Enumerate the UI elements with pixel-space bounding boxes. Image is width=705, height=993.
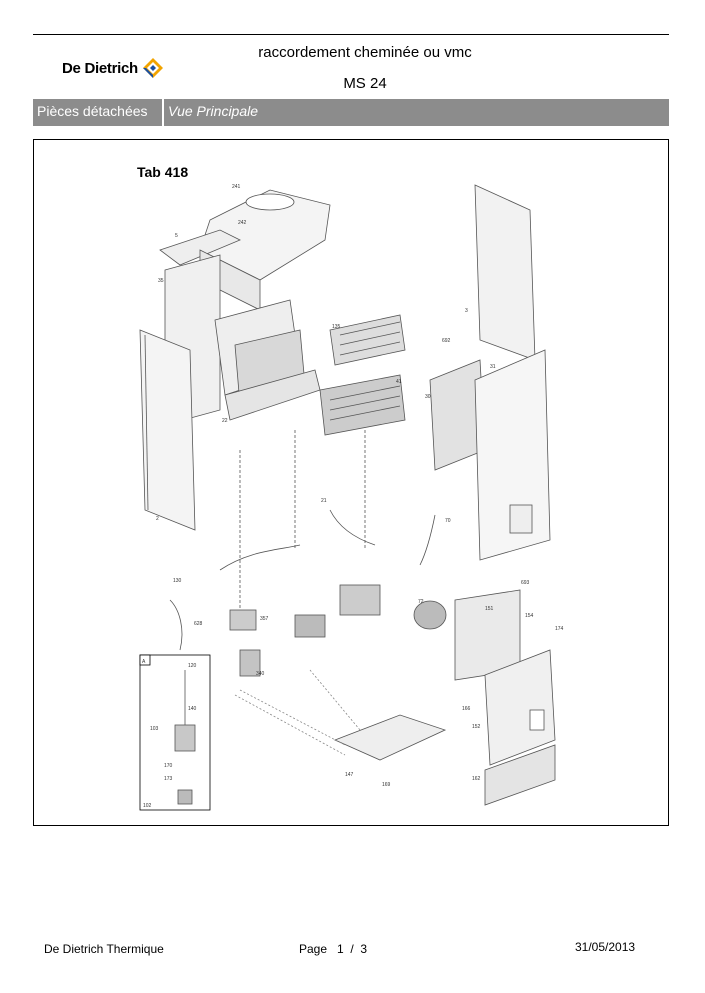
part-label-41: 41	[396, 379, 402, 385]
left-casing-panel	[139, 254, 221, 531]
part-label-174: 174	[555, 626, 564, 632]
footer-page: Page 1 / 3	[299, 942, 368, 956]
part-label-21: 21	[321, 498, 327, 504]
part-label-151: 151	[485, 606, 494, 612]
part-label-102: 102	[143, 803, 152, 809]
part-label-22: 22	[222, 418, 228, 424]
view-label: Vue Principale	[168, 103, 259, 119]
part-label-340: 340	[256, 671, 265, 677]
part-label-72: 72	[418, 599, 424, 605]
part-label-241: 241	[232, 184, 241, 190]
leader-lines	[234, 669, 361, 756]
part-label-140: 140	[188, 706, 197, 712]
footer-date: 31/05/2013	[575, 940, 636, 954]
part-label-5: 5	[175, 233, 178, 239]
combustion-chamber	[214, 299, 321, 421]
hydraulic-block	[229, 584, 447, 677]
part-label-170: 170	[164, 763, 173, 769]
heat-exchanger	[329, 314, 406, 366]
part-label-130: 130	[173, 578, 182, 584]
section-label: Pièces détachées	[33, 99, 164, 126]
burner	[319, 374, 406, 436]
part-label-120: 120	[188, 663, 197, 669]
part-label-169: 169	[382, 782, 391, 788]
part-label-357: 357	[260, 616, 269, 622]
pipework	[169, 430, 436, 651]
part-label-31: 31	[490, 364, 496, 370]
part-label-147: 147	[345, 772, 354, 778]
footer-company: De Dietrich Thermique	[44, 942, 164, 956]
part-label-154: 154	[525, 613, 534, 619]
part-label-35: 35	[158, 278, 164, 284]
diamond-logo-icon	[142, 58, 163, 78]
section-bar: Pièces détachées Vue Principale	[33, 99, 669, 126]
bottom-tray	[333, 714, 447, 761]
control-box	[454, 589, 556, 806]
tab-label: Tab 418	[137, 164, 189, 180]
part-label-30: 30	[425, 394, 431, 400]
part-label-70: 70	[445, 518, 451, 524]
model-name: MS 24	[343, 75, 387, 92]
part-label-103: 103	[150, 726, 159, 732]
brand-name: De Dietrich	[62, 59, 138, 77]
part-label-3: 3	[465, 308, 468, 314]
document-title: raccordement cheminée ou vmc	[258, 44, 472, 61]
part-label-692: 692	[442, 338, 451, 344]
flue-hood	[159, 189, 331, 311]
part-label-2: 2	[156, 516, 159, 522]
inset-label: A	[142, 659, 146, 665]
brand-logo: De Dietrich	[62, 57, 164, 79]
part-label-166: 166	[462, 706, 471, 712]
inset-a-box	[139, 654, 211, 811]
part-label-628: 628	[194, 621, 203, 627]
diagram-frame	[33, 139, 669, 826]
part-label-693: 693	[521, 580, 530, 586]
right-casing-frame	[429, 184, 551, 561]
part-label-242: 242	[238, 220, 247, 226]
top-rule	[33, 34, 669, 35]
exploded-parts-diagram: 241 242 5 35 2 22 135 692 3 31 30 41 70 …	[139, 184, 564, 811]
part-label-152: 152	[472, 724, 481, 730]
part-label-162: 162	[472, 776, 481, 782]
part-label-173: 173	[164, 776, 173, 782]
part-label-135: 135	[332, 324, 341, 330]
